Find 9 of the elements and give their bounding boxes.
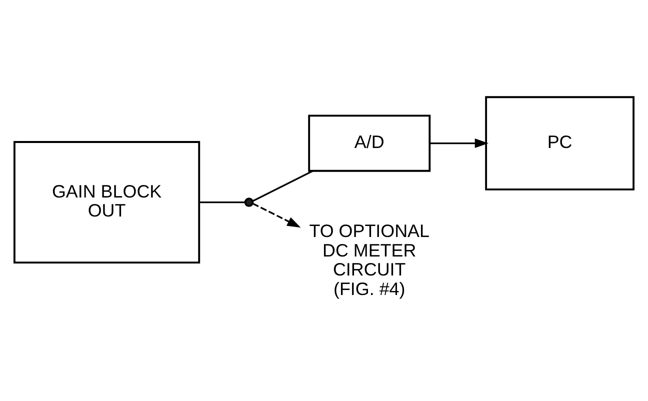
node-box: A/D [308, 114, 431, 172]
arrow [252, 202, 301, 228]
connector [252, 170, 314, 202]
node-box: PC [485, 96, 634, 190]
arrow [430, 138, 488, 148]
node-text: TO OPTIONAL DC METER CIRCUIT (FIG. #4) [309, 220, 430, 298]
node-circle [244, 197, 254, 206]
node-box: GAIN BLOCK OUT [14, 140, 200, 264]
connector [199, 200, 246, 203]
